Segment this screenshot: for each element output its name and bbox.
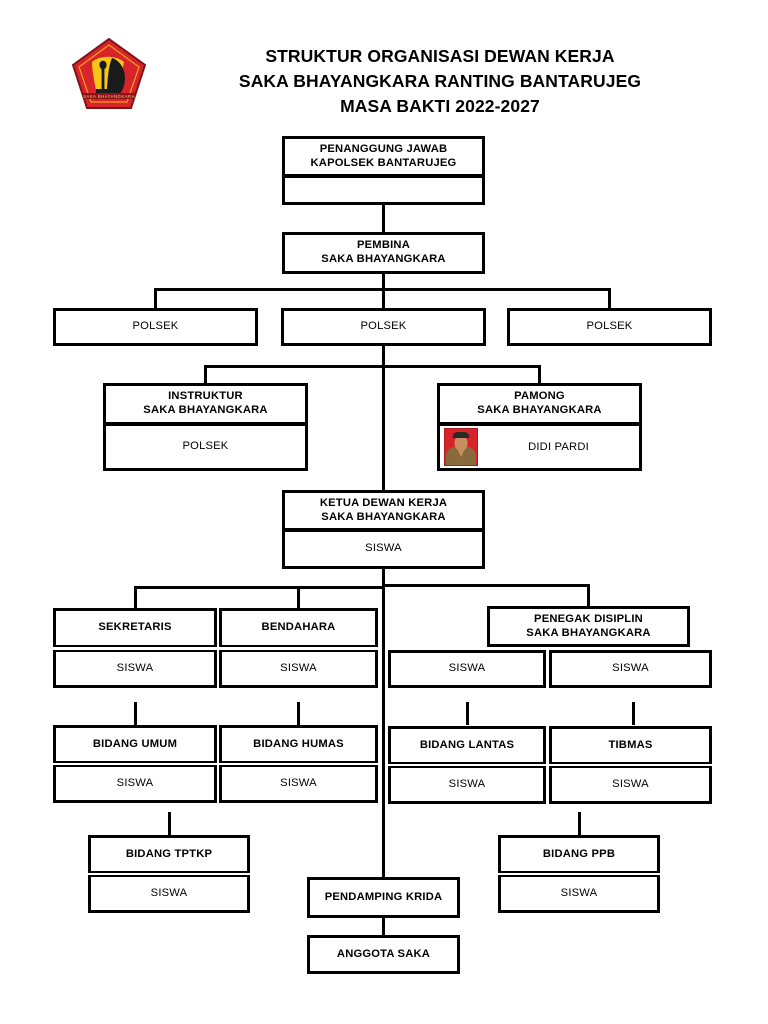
connector-to-sekretaris	[134, 586, 137, 608]
node-polsek-3[interactable]: POLSEK	[507, 308, 712, 346]
title-line-1: STRUKTUR ORGANISASI DEWAN KERJA	[265, 46, 615, 66]
page-title: STRUKTUR ORGANISASI DEWAN KERJA SAKA BHA…	[160, 44, 720, 119]
connector-to-polsek-1	[154, 288, 157, 310]
bendahara-occupant: SISWA	[280, 661, 317, 674]
bidang-tptkp-label: BIDANG TPTKP	[125, 847, 213, 860]
connector-to-bidang-lantas	[466, 702, 469, 725]
tibmas-label: TIBMAS	[608, 738, 653, 751]
instruktur-occupant: POLSEK	[182, 440, 229, 453]
connector-penegak-bus	[382, 584, 590, 587]
connector-to-polsek-2	[382, 288, 385, 310]
connector-to-bendahara	[297, 586, 300, 608]
node-sekretaris-title[interactable]: SEKRETARIS	[53, 608, 217, 647]
pamong-label: PAMONG SAKA BHAYANGKARA	[477, 390, 602, 416]
node-tibmas-occupant[interactable]: SISWA	[549, 766, 712, 804]
connector-pj-to-pembina	[382, 203, 385, 233]
penanggung-jawab-line-1: PENANGGUNG JAWAB KAPOLSEK BANTARUJEG	[310, 142, 457, 169]
node-bidang-ppb-title[interactable]: BIDANG PPB	[498, 835, 660, 873]
sekretaris-label: SEKRETARIS	[98, 621, 172, 634]
connector-main-trunk-lower	[382, 569, 385, 922]
node-penegak-disiplin-title[interactable]: PENEGAK DISIPLIN SAKA BHAYANGKARA	[487, 606, 690, 647]
node-ketua-occupant[interactable]: SISWA	[282, 530, 485, 569]
page-header: SAKA BHAYANGKARA STRUKTUR ORGANISASI DEW…	[0, 30, 768, 122]
bidang-lantas-occupant: SISWA	[448, 777, 486, 790]
node-bidang-tptkp-title[interactable]: BIDANG TPTKP	[88, 835, 250, 873]
node-tibmas-title[interactable]: TIBMAS	[549, 726, 712, 764]
connector-to-bidang-ppb	[578, 812, 581, 835]
pembina-label: PEMBINA SAKA BHAYANGKARA	[321, 239, 446, 265]
node-penanggung-jawab-title[interactable]: PENANGGUNG JAWAB KAPOLSEK BANTARUJEG	[282, 136, 485, 176]
connector-to-pamong	[382, 365, 540, 368]
title-line-2: SAKA BHAYANGKARA RANTING BANTARUJEG	[238, 70, 642, 91]
connector-to-tibmas	[632, 702, 635, 725]
node-anggota-saka[interactable]: ANGGOTA SAKA	[307, 935, 460, 974]
bidang-humas-label: BIDANG HUMAS	[253, 737, 344, 750]
instruktur-label: INSTRUKTUR SAKA BHAYANGKARA	[143, 390, 268, 416]
tibmas-occupant: SISWA	[612, 777, 649, 790]
pamong-occupant-name: DIDI PARDI	[528, 441, 589, 453]
connector-sekbend-bus	[134, 586, 385, 589]
title-line-3: MASA BAKTI 2022-2027	[340, 95, 540, 116]
penegak-disiplin-label: PENEGAK DISIPLIN SAKA BHAYANGKARA	[526, 612, 651, 639]
bidang-ppb-label: BIDANG PPB	[542, 847, 616, 860]
node-penanggung-jawab-occupant[interactable]	[282, 176, 485, 205]
node-pamong-occupant[interactable]: DIDI PARDI	[437, 424, 642, 471]
connector-to-penegak	[587, 584, 590, 606]
node-bidang-humas-occupant[interactable]: SISWA	[219, 765, 378, 803]
polsek-1-label: POLSEK	[132, 320, 179, 333]
connector-to-bidang-humas	[297, 702, 300, 725]
pamong-portrait-photo	[444, 428, 478, 466]
penegak-occupant-1: SISWA	[448, 662, 486, 675]
polsek-2-label: POLSEK	[360, 320, 407, 333]
node-bidang-ppb-occupant[interactable]: SISWA	[498, 875, 660, 913]
node-bidang-humas-title[interactable]: BIDANG HUMAS	[219, 725, 378, 763]
connector-to-bidang-umum	[134, 702, 137, 725]
penegak-occupant-2: SISWA	[612, 662, 649, 675]
connector-krida-to-anggota	[382, 918, 385, 936]
node-polsek-1[interactable]: POLSEK	[53, 308, 258, 346]
node-penegak-occupant-2[interactable]: SISWA	[549, 650, 712, 688]
node-polsek-2[interactable]: POLSEK	[281, 308, 486, 346]
node-sekretaris-occupant[interactable]: SISWA	[53, 650, 217, 688]
connector-pembina-down	[382, 272, 385, 290]
connector-to-instruktur	[205, 365, 385, 368]
node-ketua-title[interactable]: KETUA DEWAN KERJA SAKA BHAYANGKARA	[282, 490, 485, 530]
connector-instruktur-drop	[204, 365, 207, 385]
node-penegak-occupant-1[interactable]: SISWA	[388, 650, 546, 688]
bidang-tptkp-occupant: SISWA	[150, 886, 188, 899]
bidang-umum-occupant: SISWA	[116, 776, 154, 789]
node-pembina[interactable]: PEMBINA SAKA BHAYANGKARA	[282, 232, 485, 274]
svg-text:SAKA BHAYANGKARA: SAKA BHAYANGKARA	[83, 94, 135, 99]
anggota-saka-label: ANGGOTA SAKA	[336, 947, 431, 960]
connector-main-trunk-upper	[382, 345, 385, 490]
polsek-3-label: POLSEK	[586, 320, 633, 333]
node-bidang-umum-occupant[interactable]: SISWA	[53, 765, 217, 803]
connector-to-bidang-tptkp	[168, 812, 171, 835]
ketua-occupant: SISWA	[365, 542, 402, 555]
connector-to-polsek-3	[608, 288, 611, 310]
node-bendahara-title[interactable]: BENDAHARA	[219, 608, 378, 647]
node-bidang-lantas-occupant[interactable]: SISWA	[388, 766, 546, 804]
node-instruktur-title[interactable]: INSTRUKTUR SAKA BHAYANGKARA	[103, 383, 308, 424]
pendamping-krida-label: PENDAMPING KRIDA	[324, 890, 443, 903]
bidang-umum-label: BIDANG UMUM	[92, 737, 178, 750]
node-instruktur-occupant[interactable]: POLSEK	[103, 424, 308, 471]
node-bendahara-occupant[interactable]: SISWA	[219, 650, 378, 688]
node-bidang-umum-title[interactable]: BIDANG UMUM	[53, 725, 217, 763]
node-pendamping-krida[interactable]: PENDAMPING KRIDA	[307, 877, 460, 918]
bendahara-label: BENDAHARA	[261, 621, 336, 634]
ketua-label: KETUA DEWAN KERJA SAKA BHAYANGKARA	[319, 496, 448, 523]
node-pamong-title[interactable]: PAMONG SAKA BHAYANGKARA	[437, 383, 642, 424]
node-bidang-lantas-title[interactable]: BIDANG LANTAS	[388, 726, 546, 764]
sekretaris-occupant: SISWA	[116, 661, 154, 674]
node-bidang-tptkp-occupant[interactable]: SISWA	[88, 875, 250, 913]
saka-bhayangkara-logo-icon: SAKA BHAYANGKARA	[72, 38, 146, 110]
bidang-ppb-occupant: SISWA	[560, 886, 598, 899]
bidang-lantas-label: BIDANG LANTAS	[419, 738, 515, 751]
connector-pamong-drop	[538, 365, 541, 385]
bidang-humas-occupant: SISWA	[280, 776, 317, 789]
